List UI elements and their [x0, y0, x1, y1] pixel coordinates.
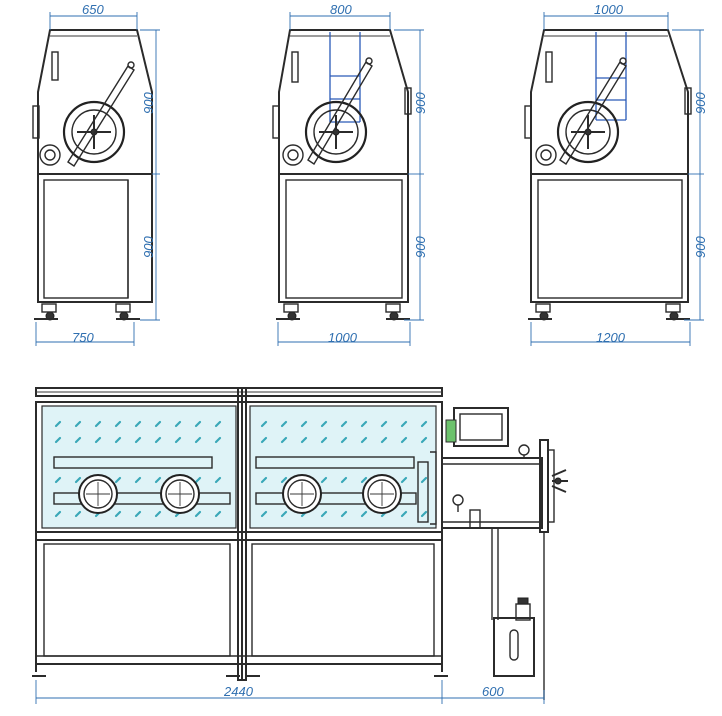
glove-port-3 — [282, 474, 322, 514]
glass-reflection-dash — [400, 510, 408, 518]
dim-cabinet-height-large: 900 — [693, 92, 708, 114]
glass-reflection-dash — [360, 510, 368, 518]
glass-reflection-dash — [280, 436, 288, 444]
glass-reflection-dash — [134, 510, 142, 518]
glass-reflection-dash — [420, 476, 428, 484]
glass-reflection-dash — [420, 436, 428, 444]
dim-base-width-medium: 1000 — [328, 330, 358, 345]
glass-reflection-dash — [74, 420, 82, 428]
glass-reflection-dash — [360, 436, 368, 444]
glass-reflection-dash — [154, 420, 162, 428]
glass-reflection-dash — [194, 436, 202, 444]
glass-reflection-dash — [54, 436, 62, 444]
glass-reflection-dash — [340, 436, 348, 444]
glass-reflection-dash — [400, 420, 408, 428]
dim-antechamber-width: 600 — [482, 684, 504, 699]
glass-reflection-dash — [114, 510, 122, 518]
glass-reflection-dash — [174, 436, 182, 444]
glove-port-1 — [78, 474, 118, 514]
front-view-small — [32, 12, 160, 346]
dim-total-width: 2440 — [223, 684, 254, 699]
antechamber — [441, 457, 543, 529]
glass-reflection-dash — [280, 476, 288, 484]
ladder-frame-large — [595, 32, 627, 121]
glass-reflection-dash — [194, 510, 202, 518]
glass-reflection-dash — [260, 476, 268, 484]
dim-stand-height-medium: 900 — [413, 236, 428, 258]
dim-top-width-medium: 800 — [330, 2, 352, 17]
glass-reflection-dash — [320, 420, 328, 428]
glass-reflection-dash — [360, 420, 368, 428]
glass-reflection-dash — [300, 420, 308, 428]
glass-reflection-dash — [420, 510, 428, 518]
glove-port-2 — [160, 474, 200, 514]
glass-reflection-dash — [280, 510, 288, 518]
front-view-large — [524, 12, 704, 346]
vacuum-pump — [493, 617, 535, 677]
glass-reflection-dash — [54, 510, 62, 518]
glass-reflection-dash — [260, 436, 268, 444]
glass-reflection-dash — [280, 420, 288, 428]
glass-reflection-dash — [340, 510, 348, 518]
dim-top-width-small: 650 — [82, 2, 104, 17]
glass-reflection-dash — [154, 436, 162, 444]
glass-reflection-dash — [300, 436, 308, 444]
dim-base-width-large: 1200 — [596, 330, 626, 345]
dim-top-width-large: 1000 — [594, 2, 624, 17]
dim-cabinet-height-small: 900 — [141, 92, 156, 114]
glass-reflection-dash — [54, 476, 62, 484]
side-view-glovebox — [32, 387, 568, 704]
glass-reflection-dash — [420, 420, 428, 428]
glass-reflection-dash — [154, 510, 162, 518]
glass-reflection-dash — [74, 436, 82, 444]
glass-reflection-dash — [360, 476, 368, 484]
glass-reflection-dash — [134, 476, 142, 484]
glass-reflection-dash — [340, 420, 348, 428]
glass-reflection-dash — [214, 510, 222, 518]
glass-reflection-dash — [94, 420, 102, 428]
glass-reflection-dash — [320, 476, 328, 484]
glass-reflection-marks — [54, 420, 428, 518]
dim-stand-height-large: 900 — [693, 236, 708, 258]
glass-reflection-dash — [74, 476, 82, 484]
glass-reflection-dash — [214, 476, 222, 484]
glass-reflection-dash — [154, 476, 162, 484]
glass-reflection-dash — [320, 510, 328, 518]
glass-reflection-dash — [114, 476, 122, 484]
glass-reflection-dash — [194, 420, 202, 428]
glass-reflection-dash — [214, 436, 222, 444]
dim-cabinet-height-medium: 900 — [413, 92, 428, 114]
glass-panel-left — [41, 405, 237, 529]
glass-reflection-dash — [260, 510, 268, 518]
dim-stand-height-small: 900 — [141, 236, 156, 258]
glove-port-4 — [362, 474, 402, 514]
glass-reflection-dash — [174, 420, 182, 428]
dim-base-width-small: 750 — [72, 330, 94, 345]
glass-reflection-dash — [320, 436, 328, 444]
glass-reflection-dash — [380, 436, 388, 444]
glass-reflection-dash — [114, 436, 122, 444]
glass-reflection-dash — [400, 476, 408, 484]
glass-reflection-dash — [340, 476, 348, 484]
front-view-medium — [272, 12, 424, 346]
glass-reflection-dash — [134, 436, 142, 444]
glass-reflection-dash — [54, 420, 62, 428]
glass-reflection-dash — [260, 420, 268, 428]
glass-reflection-dash — [74, 510, 82, 518]
glass-reflection-dash — [134, 420, 142, 428]
glass-reflection-dash — [214, 420, 222, 428]
glass-reflection-dash — [400, 436, 408, 444]
glass-reflection-dash — [194, 476, 202, 484]
glass-reflection-dash — [380, 420, 388, 428]
glass-reflection-dash — [94, 436, 102, 444]
glass-reflection-dash — [114, 420, 122, 428]
